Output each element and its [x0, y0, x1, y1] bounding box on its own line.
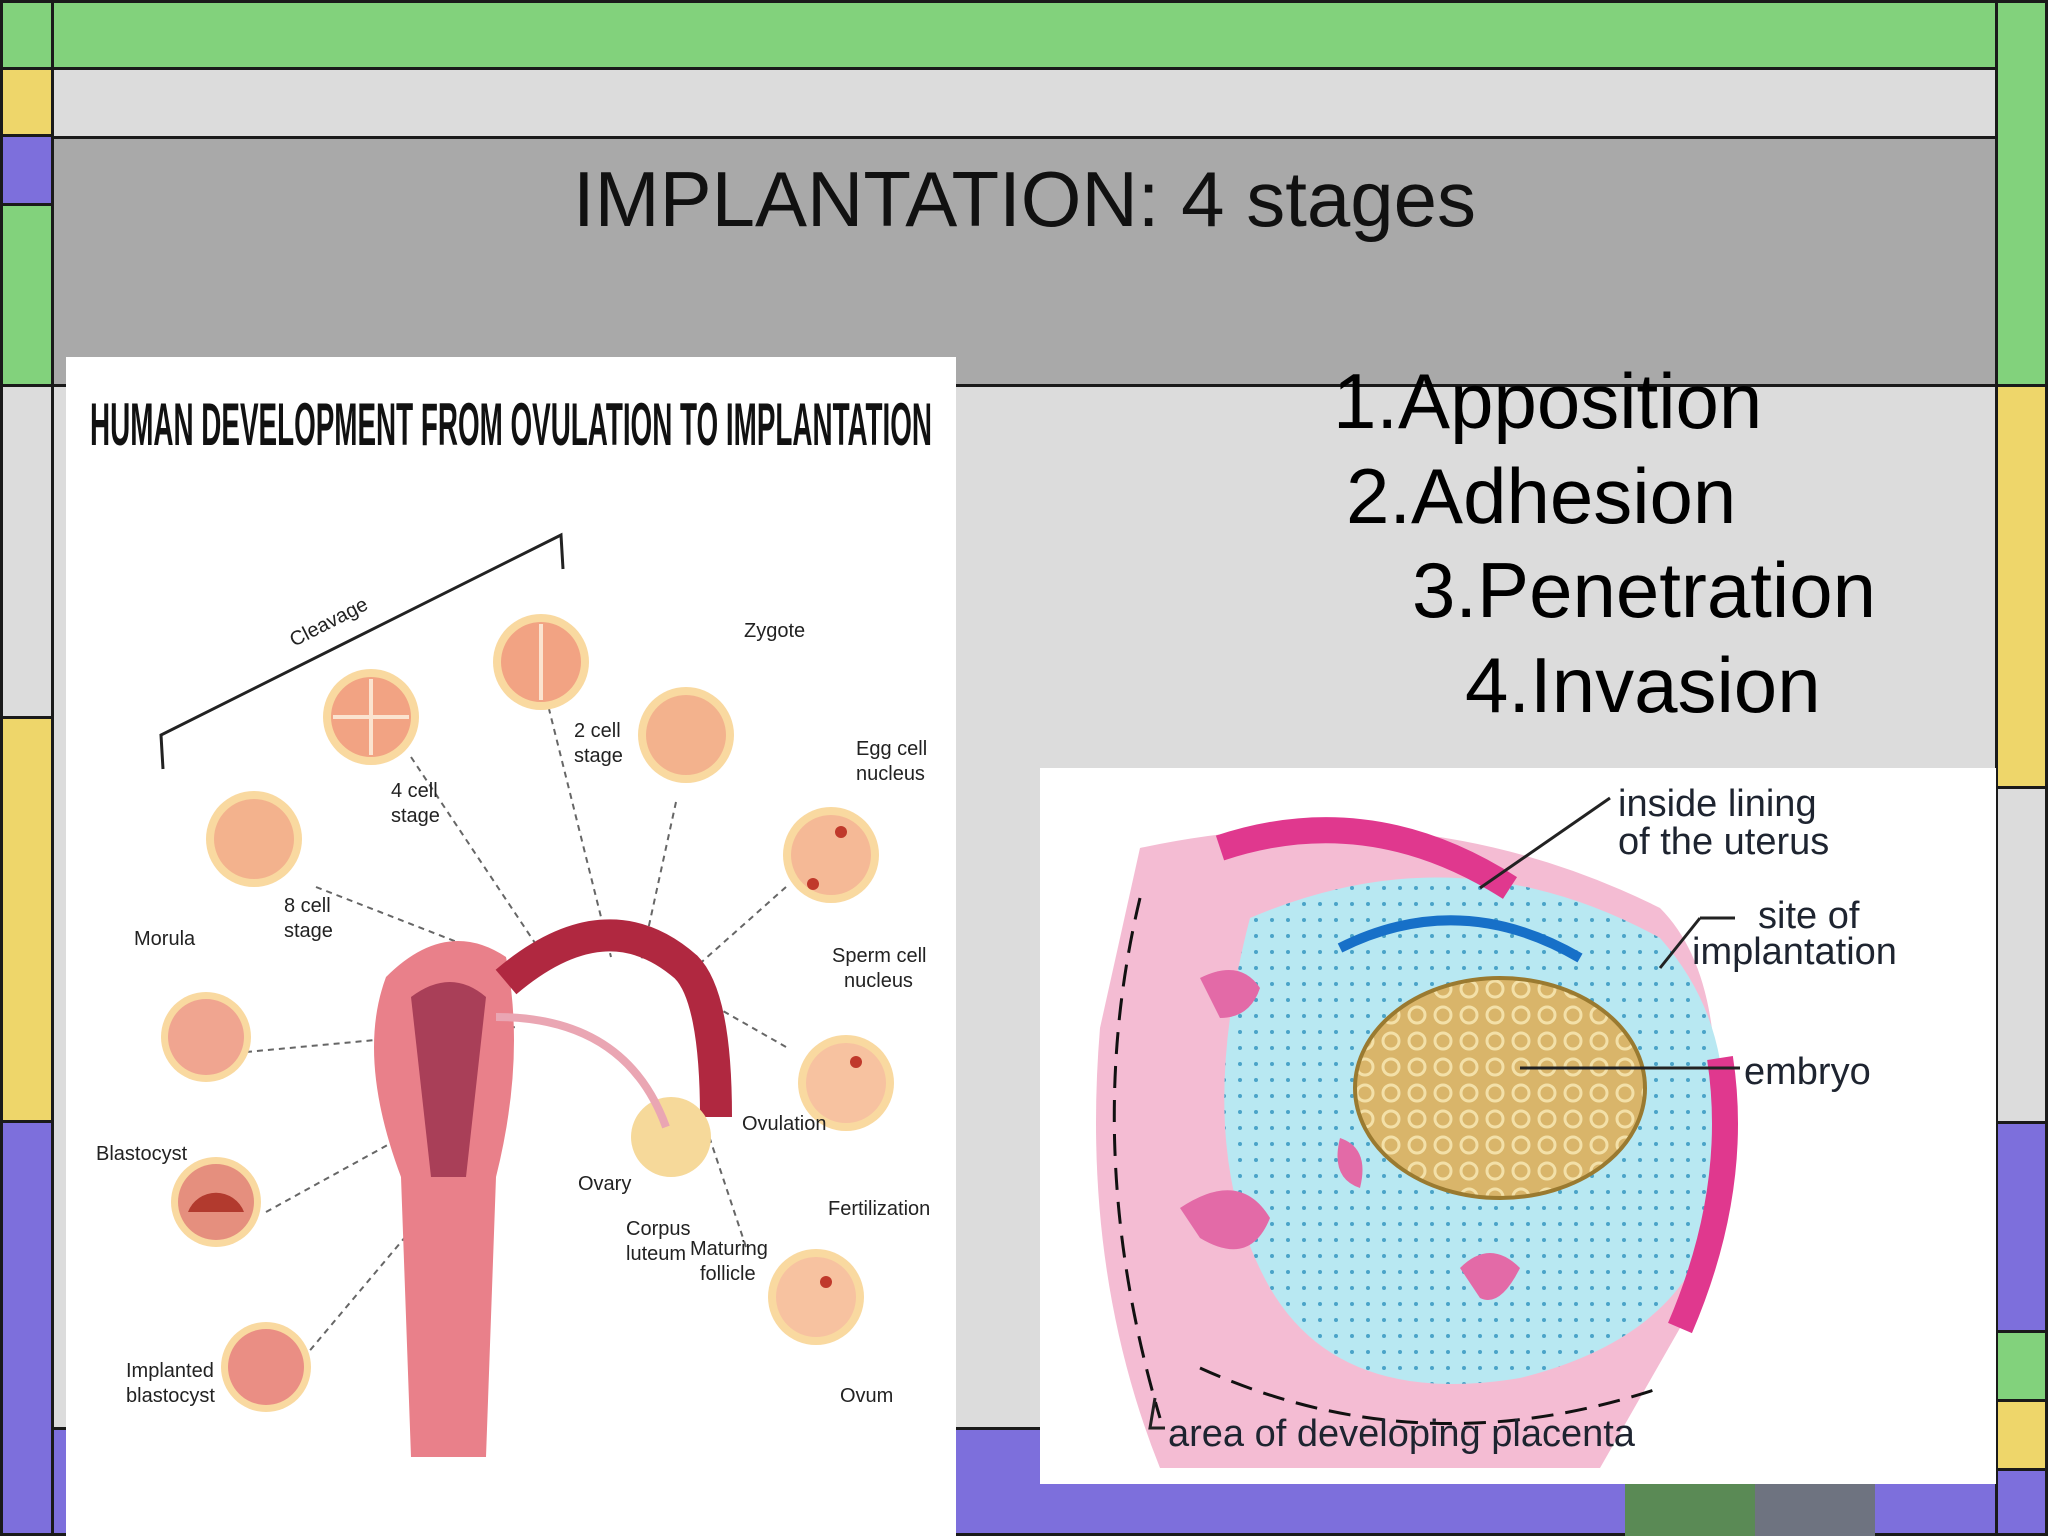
label-fertilization: Fertilization — [828, 1198, 930, 1220]
label-egg-nucleus: Egg cell — [856, 738, 927, 760]
label-inside-lining-2: of the uterus — [1618, 821, 1829, 863]
label-site: site of — [1758, 895, 1860, 937]
label-ovulation: Ovulation — [742, 1113, 827, 1135]
cleavage-cells — [161, 614, 894, 1412]
label-egg-nucleus-2: nucleus — [856, 763, 925, 785]
label-blastocyst: Blastocyst — [96, 1143, 188, 1165]
label-inside-lining: inside lining — [1618, 783, 1817, 825]
implantation-figure: inside lining of the uterus site of impl… — [1040, 768, 1996, 1484]
label-placenta: area of developing placenta — [1168, 1413, 1636, 1455]
human-development-figure: HUMAN DEVELOPMENT FROM OVULATION TO IMPL… — [66, 357, 956, 1536]
development-illustration: HUMAN DEVELOPMENT FROM OVULATION TO IMPL… — [90, 391, 932, 1457]
cleavage-bracket — [159, 532, 565, 770]
label-corpus-2: luteum — [626, 1243, 686, 1265]
label-implanted-2: blastocyst — [126, 1385, 215, 1407]
label-8cell-stage: stage — [284, 920, 333, 942]
label-implanted: Implanted — [126, 1360, 214, 1382]
figure-heading: HUMAN DEVELOPMENT FROM OVULATION TO IMPL… — [90, 391, 932, 458]
stage-item: 4.Invasion — [1465, 641, 1821, 729]
label-maturing-2: follicle — [700, 1263, 756, 1285]
label-site-2: implantation — [1692, 931, 1897, 973]
label-sperm-nucleus-2: nucleus — [844, 970, 913, 992]
implantation-illustration: inside lining of the uterus site of impl… — [1096, 783, 1897, 1468]
stage-item: 1.Apposition — [1333, 357, 1763, 445]
uterus-illustration — [374, 919, 732, 1457]
label-embryo: embryo — [1744, 1051, 1871, 1093]
label-ovary: Ovary — [578, 1173, 631, 1195]
label-ovum: Ovum — [840, 1385, 893, 1407]
label-cleavage: Cleavage — [286, 593, 371, 651]
label-zygote: Zygote — [744, 620, 805, 642]
label-2cell: 2 cell — [574, 720, 621, 742]
label-4cell-stage: stage — [391, 805, 440, 827]
slide-title: IMPLANTATION: 4 stages — [572, 155, 1477, 243]
label-sperm-nucleus: Sperm cell — [832, 945, 926, 967]
stage-item: 3.Penetration — [1412, 546, 1877, 634]
stage-item: 2.Adhesion — [1346, 452, 1737, 540]
label-8cell: 8 cell — [284, 895, 331, 917]
label-2cell-stage: stage — [574, 745, 623, 767]
label-corpus: Corpus — [626, 1218, 690, 1240]
label-4cell: 4 cell — [391, 780, 438, 802]
label-morula: Morula — [134, 928, 196, 950]
label-maturing: Maturing — [690, 1238, 768, 1260]
